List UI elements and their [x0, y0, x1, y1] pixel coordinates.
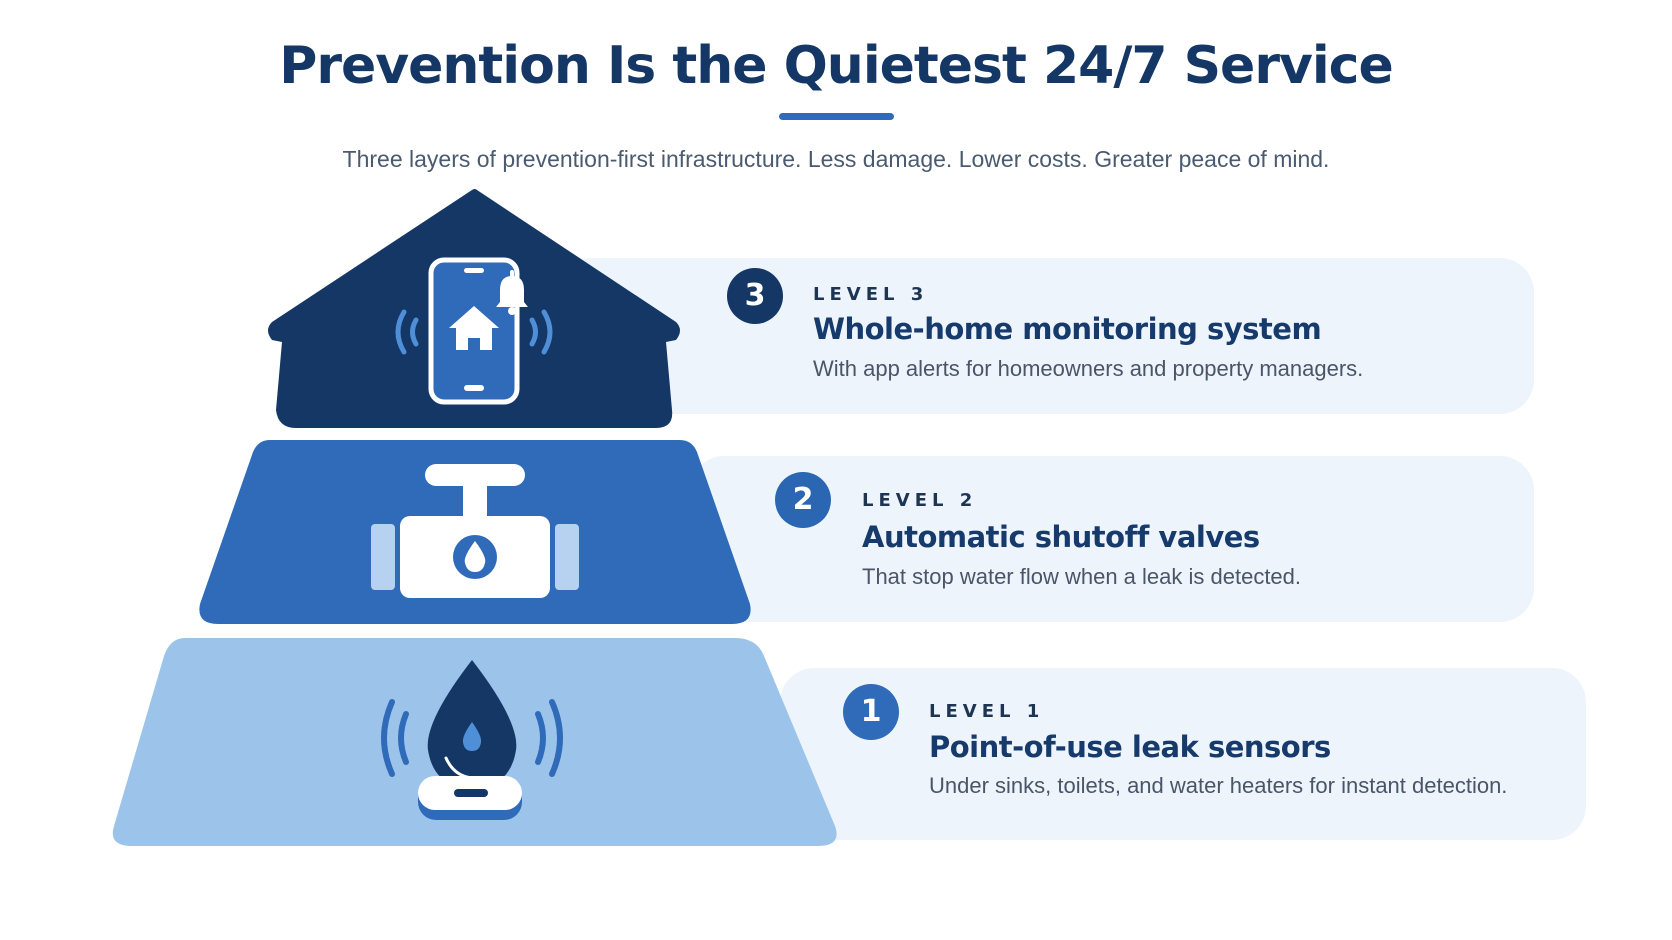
level-2-badge: 2	[775, 472, 831, 528]
level-2-label: LEVEL 2	[862, 490, 978, 511]
level-1-card	[780, 668, 1586, 840]
level-3-card	[560, 258, 1534, 414]
leak-sensor-droplet-icon	[381, 660, 563, 820]
level-1-badge: 1	[843, 684, 899, 740]
level-1-heading: Point-of-use leak sensors	[929, 730, 1331, 764]
level-3-label: LEVEL 3	[813, 284, 929, 305]
level-1-description: Under sinks, toilets, and water heaters …	[929, 773, 1508, 798]
page-title: Prevention Is the Quietest 24/7 Service	[279, 36, 1394, 96]
page-subtitle: Three layers of prevention-first infrast…	[342, 146, 1330, 172]
bell-icon	[496, 270, 528, 315]
level-3-badge: 3	[727, 268, 783, 324]
level-1-label: LEVEL 1	[929, 701, 1045, 722]
level-2-description: That stop water flow when a leak is dete…	[862, 564, 1302, 589]
level-2-card	[690, 456, 1534, 622]
shutoff-valve-icon	[371, 464, 579, 598]
level-3-heading: Whole-home monitoring system	[813, 312, 1322, 346]
smartphone-home-alert-icon	[395, 257, 553, 405]
level-2-heading: Automatic shutoff valves	[862, 520, 1260, 554]
level-3-description: With app alerts for homeowners and prope…	[813, 356, 1364, 381]
title-underline	[779, 113, 894, 120]
